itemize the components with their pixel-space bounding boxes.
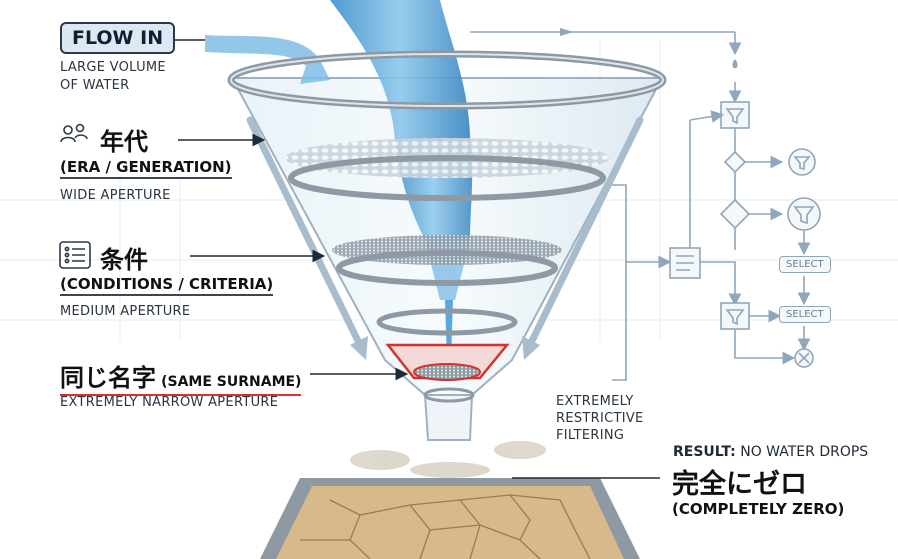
layer-conditions-jp: 条件 xyxy=(100,246,148,274)
flowchart-select-2: SELECT xyxy=(779,306,831,323)
flow-in-desc-line2: OF WATER xyxy=(60,78,130,93)
layer-surname-aperture: EXTREMELY NARROW APERTURE xyxy=(60,395,279,410)
layer-era-en: (ERA / GENERATION) xyxy=(60,158,232,179)
flowchart-select-1: SELECT xyxy=(779,256,831,273)
side-arrow-right xyxy=(526,116,644,349)
dust-cloud xyxy=(350,441,546,478)
layer-era-aperture: WIDE APERTURE xyxy=(60,188,171,203)
side-arrow-left xyxy=(246,116,364,349)
flow-in-desc-line1: LARGE VOLUME xyxy=(60,60,166,75)
layer-surname-jp: 同じ名字 xyxy=(60,364,156,392)
result-label: RESULT: xyxy=(673,444,736,460)
checklist-icon xyxy=(59,241,91,269)
side-note-line3: FILTERING xyxy=(556,428,625,443)
flowchart xyxy=(660,59,821,368)
layer-surname-heading: 同じ名字 (SAME SURNAME) xyxy=(60,358,302,396)
result-jp: 完全にゼロ xyxy=(672,469,807,500)
side-note-line1: EXTREMELY xyxy=(556,394,634,409)
funnel-spout xyxy=(423,394,474,441)
result-text: NO WATER DROPS xyxy=(740,444,869,460)
side-note-line2: RESTRICTIVE xyxy=(556,411,644,426)
layer-surname-en: (SAME SURNAME) xyxy=(161,374,302,390)
layer-era-jp: 年代 xyxy=(100,128,148,156)
layer-conditions-en: (CONDITIONS / CRITERIA) xyxy=(60,275,274,296)
people-icon xyxy=(60,123,88,143)
result-en: (COMPLETELY ZERO) xyxy=(672,500,845,518)
flow-in-tag: FLOW IN xyxy=(60,22,176,54)
water-inflow-arc xyxy=(205,35,330,84)
result-line: RESULT: NO WATER DROPS xyxy=(673,444,868,460)
soil-cracks xyxy=(300,494,591,559)
layer-conditions-aperture: MEDIUM APERTURE xyxy=(60,304,191,319)
